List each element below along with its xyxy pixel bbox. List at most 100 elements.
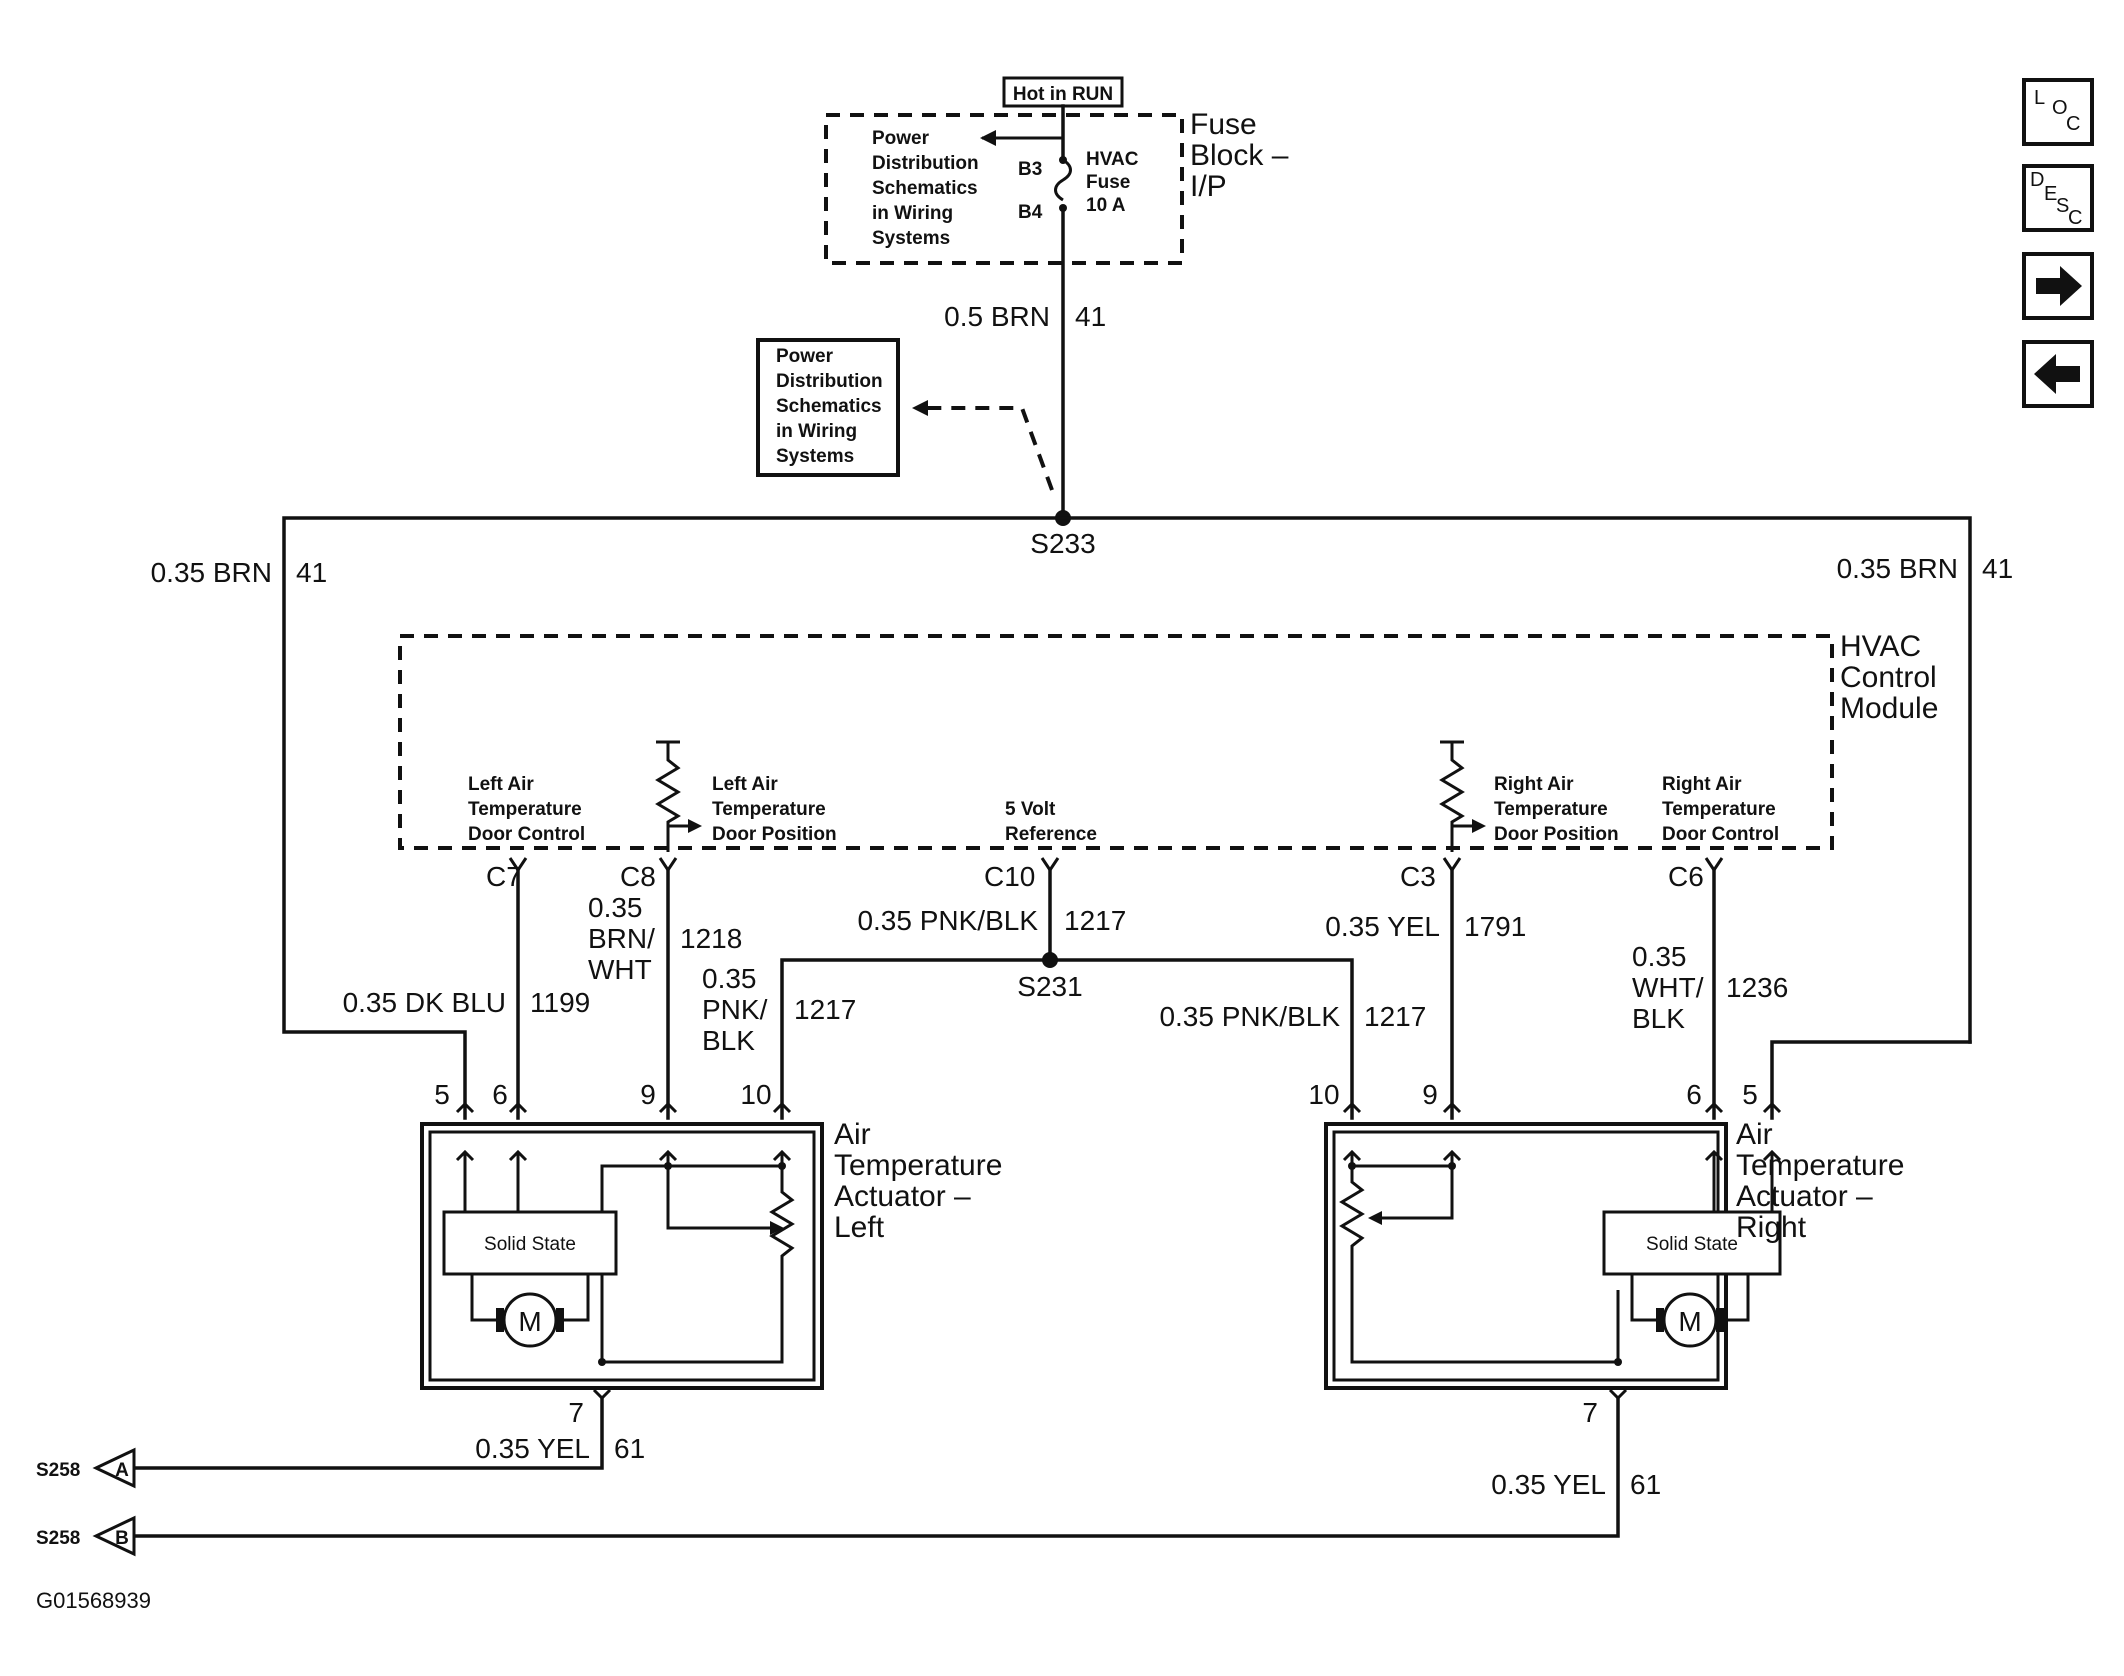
fuse-pd-line-1: Power: [872, 128, 930, 149]
ground-b-connector-icon: [92, 1515, 136, 1557]
loc-o: O: [2052, 97, 2068, 119]
left-solid-state-box: [442, 1210, 618, 1276]
pin-mark-c6: [1704, 857, 1724, 873]
right-pin-9: 9: [1422, 1079, 1438, 1110]
forward-button[interactable]: [2022, 252, 2094, 320]
actuator-left: 5 6 9 10 Solid State M 7 Air Temperature…: [420, 1079, 1002, 1428]
pd-dashed-link: [924, 406, 1054, 491]
module-pin-marks: [508, 857, 1724, 873]
left-pin-10: 10: [740, 1079, 771, 1110]
left-pin-6: 6: [492, 1079, 508, 1110]
right-solid-state-label: Solid State: [1646, 1234, 1738, 1255]
pnk-blk-top-circuit: 1217: [1064, 905, 1126, 936]
desc-d: D: [2030, 169, 2044, 191]
left-door-control-2: Temperature: [468, 799, 582, 820]
left-actuator-title-1: Air: [834, 1118, 871, 1151]
yel-right-label: 0.35 YEL: [1491, 1469, 1606, 1500]
pin-c3: C3: [1400, 861, 1436, 892]
left-pot-icon: [602, 1152, 795, 1364]
left-brn-circuit: 41: [296, 557, 327, 588]
pnk-blk-bus-wire: [780, 958, 1354, 1120]
wht-blk-label-3: BLK: [1632, 1003, 1685, 1034]
location-button[interactable]: L O C: [2022, 78, 2094, 146]
ground-a-letter: A: [115, 1460, 129, 1481]
hvac-module-title-3: Module: [1840, 692, 1938, 725]
fuse-name-2: Fuse: [1086, 172, 1130, 193]
five-volt-ref-1: 5 Volt: [1005, 799, 1056, 820]
pnk-blk-left-circuit: 1217: [794, 994, 856, 1025]
yel-top-label: 0.35 YEL: [1325, 911, 1440, 942]
right-motor-label: M: [1678, 1306, 1701, 1337]
right-junction-b: [1448, 1162, 1456, 1170]
ground-a-connector-icon: [92, 1447, 136, 1489]
fuse-pd-arrow-icon: [980, 130, 996, 146]
dk-blu-circuit: 1199: [530, 987, 590, 1018]
pnk-blk-right-label: 0.35 PNK/BLK: [1159, 1001, 1340, 1032]
ground-b-splice: S258: [36, 1528, 80, 1549]
brn-wht-circuit: 1218: [680, 923, 742, 954]
right-brn-circuit: 41: [1982, 553, 2013, 584]
back-button[interactable]: [2022, 340, 2094, 408]
right-pin-6: 6: [1686, 1079, 1702, 1110]
right-door-control-1: Right Air: [1662, 774, 1742, 795]
fuse-block: Hot in RUN Fuse Block – I/P Power Distri…: [824, 76, 1289, 265]
left-pin-marks-top: [455, 1101, 792, 1114]
hvac-control-module: HVAC Control Module Left Air Temperature…: [398, 630, 1938, 852]
fuse-pd-line-3: Schematics: [872, 178, 978, 199]
right-pin-5: 5: [1742, 1079, 1758, 1110]
fuse-block-title-1: Fuse: [1190, 108, 1257, 141]
pd-box-line-2: Distribution: [776, 371, 883, 392]
right-wiper-wire: [1380, 1152, 1454, 1220]
yel-right-circuit: 61: [1630, 1469, 1661, 1500]
description-button[interactable]: D E S C: [2022, 164, 2094, 232]
left-arrow-icon: [2034, 354, 2080, 394]
left-motor-brush-a: [496, 1308, 504, 1332]
pnk-blk-left-label-3: BLK: [702, 1025, 755, 1056]
pnk-blk-top-label: 0.35 PNK/BLK: [857, 905, 1038, 936]
left-wiper-wire: [666, 1152, 772, 1230]
right-junction-c: [1614, 1358, 1622, 1366]
ground-b-letter: B: [115, 1528, 129, 1549]
pin-c6: C6: [1668, 861, 1704, 892]
fuse-pd-line-5: Systems: [872, 228, 950, 249]
pd-arrow-icon: [912, 400, 928, 416]
fuse-name-3: 10 A: [1086, 195, 1126, 216]
right-motor-icon: [1662, 1292, 1718, 1348]
right-door-control-2: Temperature: [1662, 799, 1776, 820]
left-junction-a: [664, 1162, 672, 1170]
brn-wht-label-1: 0.35: [588, 892, 643, 923]
pd-box-line-4: in Wiring: [776, 421, 857, 442]
fuse-block-outline: [824, 113, 1184, 265]
left-door-control-1: Left Air: [468, 774, 534, 795]
left-motor-leads: [470, 1274, 590, 1322]
location-button-frame: [2022, 78, 2094, 146]
pin-c7: C7: [486, 861, 522, 892]
fuse-b3-terminal: [1059, 156, 1067, 164]
left-actuator-title-2: Temperature: [834, 1149, 1002, 1182]
right-motor-brush-b: [1716, 1308, 1724, 1332]
fuse-block-title-2: Block –: [1190, 139, 1289, 172]
left-junction-c: [598, 1358, 606, 1366]
right-solid-state-box: [1602, 1210, 1782, 1276]
fuse-block-title-3: I/P: [1190, 170, 1227, 203]
left-motor-icon: [502, 1292, 558, 1348]
right-motor-brush-a: [1656, 1308, 1664, 1332]
splice-s231-label: S231: [1017, 971, 1082, 1002]
desc-e: E: [2044, 183, 2057, 205]
brn-right-drop-wire: [1770, 1040, 1972, 1120]
fuse-b3-label: B3: [1018, 159, 1042, 180]
right-actuator-title-3: Actuator –: [1736, 1180, 1873, 1213]
pd-reference-box: [756, 338, 900, 477]
right-brn-label: 0.35 BRN: [1837, 553, 1958, 584]
splice-s231: [1042, 952, 1058, 968]
wht-blk-circuit: 1236: [1726, 972, 1788, 1003]
left-door-position-3: Door Position: [712, 824, 837, 845]
right-actuator-title-1: Air: [1736, 1118, 1773, 1151]
left-position-pot-icon: [655, 740, 681, 852]
pnk-blk-left-label-2: PNK/: [702, 994, 768, 1025]
fuse-b4-label: B4: [1018, 202, 1043, 223]
left-actuator-title-4: Left: [834, 1211, 885, 1244]
yel-left-label: 0.35 YEL: [475, 1433, 590, 1464]
right-arrow-icon: [2036, 266, 2082, 306]
